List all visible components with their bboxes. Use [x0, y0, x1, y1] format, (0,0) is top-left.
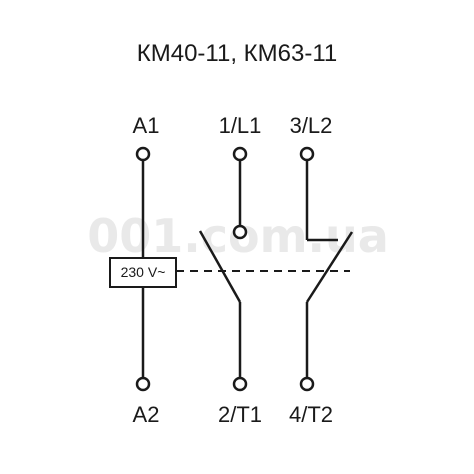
- terminal-a2-icon: [135, 376, 151, 392]
- fixed-contact-l1-icon: [232, 224, 248, 240]
- terminal-a1-icon: [135, 146, 151, 162]
- diagram-title: КМ40-11, КМ63-11: [136, 40, 338, 67]
- label-t2: 4/T2: [288, 402, 334, 427]
- label-t1: 2/T1: [217, 402, 263, 427]
- label-l2: 3/L2: [289, 113, 333, 138]
- terminal-l2-icon: [299, 146, 315, 162]
- label-l1: 1/L1: [218, 113, 262, 138]
- coil-box: [109, 257, 177, 288]
- l1-contact-blade: [198, 230, 242, 303]
- coil-label: 230 V~: [121, 264, 166, 280]
- label-a2: A2: [132, 402, 160, 427]
- terminal-t2-icon: [299, 376, 315, 392]
- terminal-l1-icon: [232, 146, 248, 162]
- l2-contact-blade: [305, 231, 354, 303]
- label-a1: A1: [132, 113, 160, 138]
- terminal-t1-icon: [232, 376, 248, 392]
